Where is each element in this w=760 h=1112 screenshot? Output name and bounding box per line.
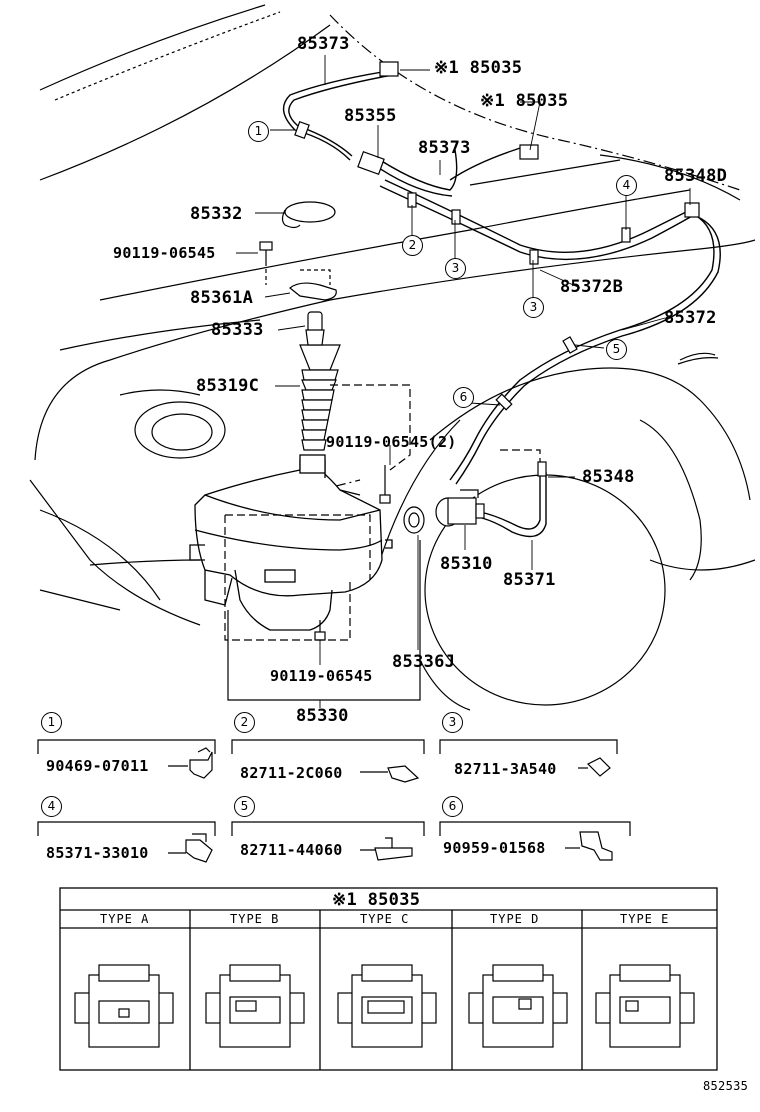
label-85333: 85333 — [211, 320, 264, 340]
label-85372: 85372 — [664, 308, 717, 328]
subpart-4-partno: 85371-33010 — [46, 844, 149, 862]
label-85330: 85330 — [296, 706, 349, 726]
type-header-b: TYPE B — [230, 912, 280, 926]
label-85372b: 85372B — [560, 277, 624, 297]
callout-6: 6 — [453, 387, 474, 408]
pump-85310 — [403, 461, 547, 534]
subpart-6-number: 6 — [442, 796, 463, 817]
subpart-1-number: 1 — [41, 712, 62, 733]
callout-3-b: 3 — [523, 297, 544, 318]
hose-clips — [294, 61, 700, 411]
type-header-e: TYPE E — [620, 912, 670, 926]
label-85373-upper: 85373 — [297, 34, 350, 54]
bolt-90119 — [259, 241, 273, 285]
cap-85332 — [281, 201, 336, 229]
label-85035-b: ※1 85035 — [480, 91, 569, 111]
subpart-6-partno: 90959-01568 — [443, 839, 546, 857]
callout-2: 2 — [402, 235, 423, 256]
washer-hoses — [282, 69, 721, 538]
subpart-3-partno: 82711-3A540 — [454, 760, 557, 778]
type-header-c: TYPE C — [360, 912, 410, 926]
connector-drawings — [74, 964, 695, 1048]
callout-1: 1 — [248, 121, 269, 142]
label-85310: 85310 — [440, 554, 493, 574]
label-90119-mid: 90119-06545(2) — [326, 433, 457, 451]
label-85035-a: ※1 85035 — [434, 58, 523, 78]
type-header-d: TYPE D — [490, 912, 540, 926]
label-85336j: 85336J — [392, 652, 456, 672]
washer-tank — [189, 454, 393, 631]
subpart-5-number: 5 — [234, 796, 255, 817]
label-85319c: 85319C — [196, 376, 260, 396]
label-90119-top: 90119-06545 — [113, 244, 216, 262]
type-table-grid — [59, 887, 718, 1071]
callout-4: 4 — [616, 175, 637, 196]
label-85348: 85348 — [582, 467, 635, 487]
callout-3-a: 3 — [445, 258, 466, 279]
bracket-85330 — [227, 540, 421, 701]
subpart-4-number: 4 — [41, 796, 62, 817]
car-body-outline — [29, 239, 756, 711]
label-85332: 85332 — [190, 204, 243, 224]
footer-code: 852535 — [703, 1079, 749, 1093]
filler-neck — [299, 311, 341, 451]
label-85348d: 85348D — [664, 166, 728, 186]
subparts-frames — [37, 739, 631, 854]
subpart-3-number: 3 — [442, 712, 463, 733]
label-85355: 85355 — [344, 106, 397, 126]
label-85371: 85371 — [503, 570, 556, 590]
label-90119-bottom: 90119-06545 — [270, 667, 373, 685]
subpart-2-partno: 82711-2C060 — [240, 764, 343, 782]
callout-5: 5 — [606, 339, 627, 360]
bracket-85361a — [289, 269, 337, 301]
type-header-a: TYPE A — [100, 912, 150, 926]
leader-lines — [236, 55, 691, 708]
subpart-5-partno: 82711-44060 — [240, 841, 343, 859]
label-85361a: 85361A — [190, 288, 254, 308]
assembly-box — [224, 384, 541, 641]
subpart-1-partno: 90469-07011 — [46, 757, 149, 775]
type-table-title: ※1 85035 — [332, 890, 421, 910]
label-85373-lower: 85373 — [418, 138, 471, 158]
subpart-2-number: 2 — [234, 712, 255, 733]
subparts-icons — [185, 747, 613, 863]
bolts-misc — [314, 465, 391, 641]
